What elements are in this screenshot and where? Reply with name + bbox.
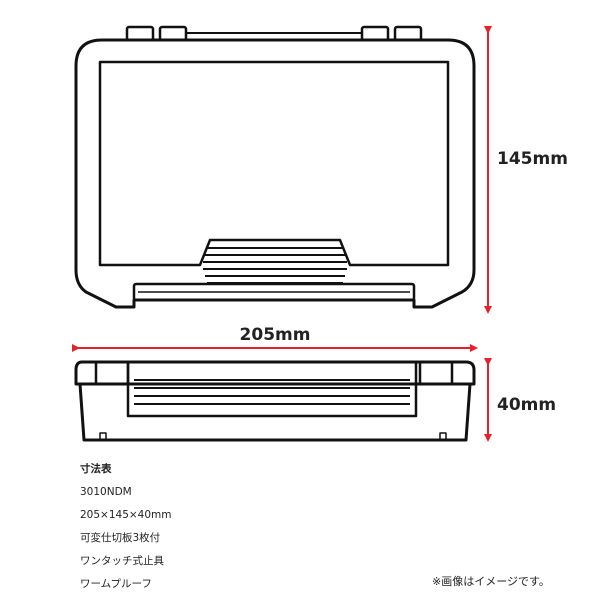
side-lid-band: [74, 360, 476, 386]
latch-grip: [203, 247, 347, 284]
spec-table: 寸法表 3010NDM 205×145×40mm 可変仕切板3枚付 ワンタッチ式…: [80, 458, 380, 596]
top-hinge-left: [125, 25, 188, 42]
spec-worm-proof: ワームプルーフ: [80, 578, 152, 590]
box-top-view: [74, 25, 476, 309]
image-note: ※画像はイメージです。: [432, 575, 550, 588]
spec-dividers: 可変仕切板3枚付: [80, 532, 161, 544]
side-foot-left: [99, 432, 107, 441]
side-foot-right: [439, 432, 447, 441]
box-side-view: [74, 360, 476, 442]
front-latch-bar: [132, 282, 416, 302]
side-latch-lines: [134, 379, 410, 405]
side-cap-left: [94, 360, 130, 386]
width-label: 205mm: [240, 325, 311, 345]
height-label: 145mm: [497, 149, 568, 169]
side-latch-panel: [126, 360, 418, 418]
spec-title: 寸法表: [80, 463, 112, 475]
depth-label: 40mm: [497, 395, 556, 415]
lid-window: [98, 60, 450, 267]
spec-latch: ワンタッチ式止具: [80, 555, 164, 567]
lid-outline: [74, 38, 476, 309]
side-body: [78, 382, 472, 442]
spec-size: 205×145×40mm: [80, 509, 172, 521]
spec-model: 3010NDM: [80, 486, 132, 498]
top-hinge-right: [360, 25, 423, 42]
side-cap-right: [418, 360, 454, 386]
